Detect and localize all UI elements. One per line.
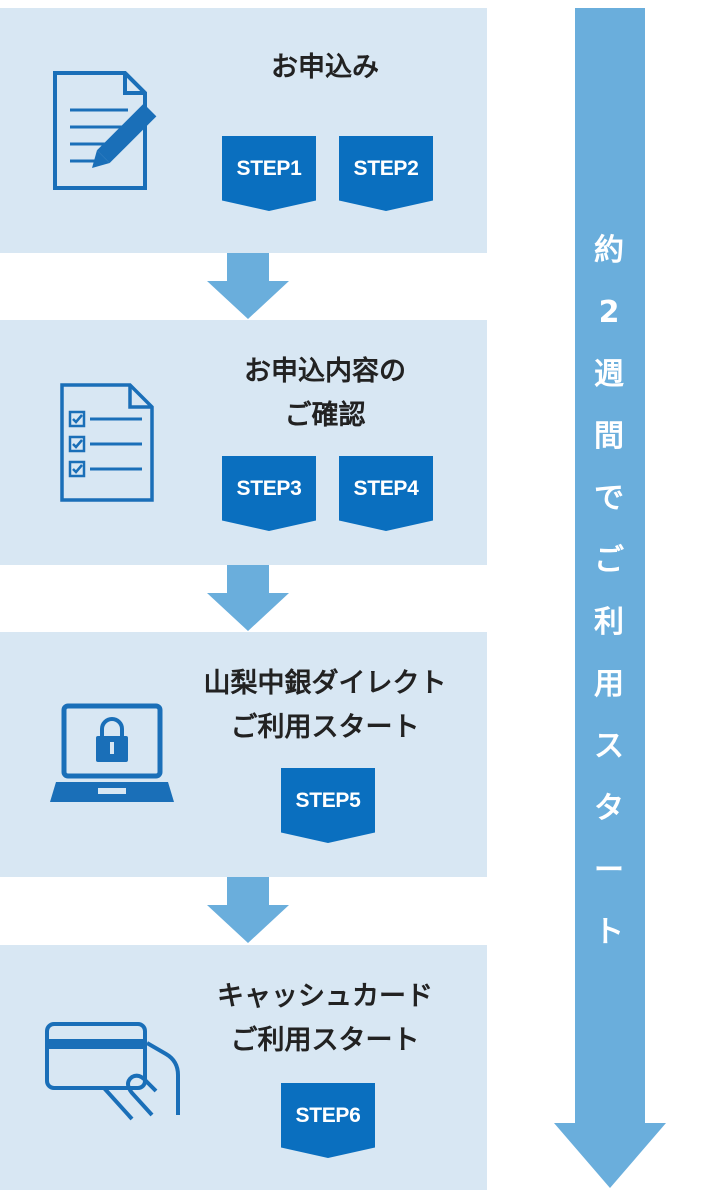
- timeline-arrow: [554, 8, 666, 1188]
- step-badge: STEP1: [222, 136, 316, 211]
- step-panel-card-start: キャッシュカード ご利用スタート STEP6: [0, 945, 487, 1190]
- step-title: キャッシュカード ご利用スタート: [217, 981, 433, 1056]
- checklist-icon: [60, 383, 154, 502]
- step-title: お申込み: [271, 52, 379, 83]
- laptop-lock-icon: [50, 703, 174, 802]
- step-badge: STEP5: [281, 768, 375, 843]
- step-badge: STEP2: [339, 136, 433, 211]
- step-panel-application: お申込み STEP1 STEP2: [0, 8, 487, 253]
- step-title: 山梨中銀ダイレクト ご利用スタート: [203, 668, 447, 743]
- step-panel-confirmation: お申込内容の ご確認 STEP3 STEP4: [0, 320, 487, 565]
- step-panel-direct-start: 山梨中銀ダイレクト ご利用スタート STEP5: [0, 632, 487, 877]
- down-arrow: [207, 565, 289, 631]
- down-arrow: [207, 253, 289, 319]
- step-badge: STEP6: [281, 1083, 375, 1158]
- step-title: お申込内容の ご確認: [244, 356, 406, 431]
- document-pencil-icon: [53, 71, 157, 190]
- down-arrow: [207, 877, 289, 943]
- card-hand-icon: [45, 1022, 180, 1121]
- step-badge: STEP4: [339, 456, 433, 531]
- timeline-label: 約 2 週 間 で ご 利 用 ス タ ー ト: [594, 233, 624, 950]
- step-badge: STEP3: [222, 456, 316, 531]
